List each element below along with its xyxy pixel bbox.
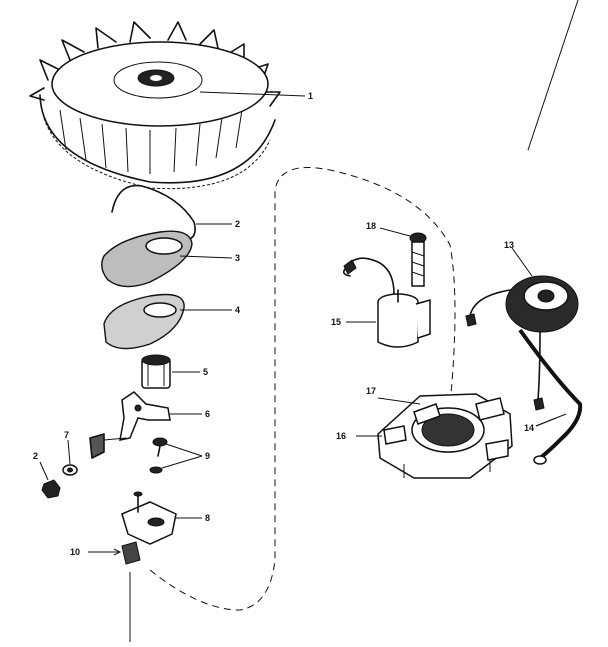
ignition-coil-drawing xyxy=(505,247,579,333)
border-line xyxy=(527,0,579,151)
part-14-label: 14 xyxy=(524,423,535,433)
felt-pad-drawing xyxy=(88,541,141,565)
washer-drawing xyxy=(62,439,78,476)
breaker-arm-drawing xyxy=(119,391,202,441)
cam-sleeve-drawing xyxy=(141,354,200,389)
part-17-label: 17 xyxy=(366,386,377,396)
ignition-leads-drawing xyxy=(465,289,583,465)
part-10-label: 10 xyxy=(70,547,81,557)
part-15-label: 15 xyxy=(331,317,342,327)
dashed-outline xyxy=(149,167,456,611)
part-9-label: 9 xyxy=(205,451,211,461)
part-3-label: 3 xyxy=(235,253,241,263)
flywheel-drawing xyxy=(29,21,306,190)
screws-drawing xyxy=(149,437,203,474)
part-5-label: 5 xyxy=(203,367,209,377)
part-2b-label: 2 xyxy=(33,451,39,461)
part-2-label: 2 xyxy=(235,219,241,229)
part-1-label: 1 xyxy=(308,91,314,101)
part-16-label: 16 xyxy=(336,431,347,441)
mounting-screw-drawing xyxy=(379,227,427,287)
nut-drawing xyxy=(39,461,61,499)
part-8-label: 8 xyxy=(205,513,211,523)
spring-clip-drawing xyxy=(111,184,232,241)
breaker-plate-drawing xyxy=(121,491,202,545)
part-7-label: 7 xyxy=(64,430,70,440)
part-6-label: 6 xyxy=(205,409,211,419)
breaker-cover-drawing xyxy=(101,230,233,288)
part-4-label: 4 xyxy=(235,305,241,315)
part-13-label: 13 xyxy=(504,240,515,250)
condenser-drawing xyxy=(342,257,431,348)
part-18-label: 18 xyxy=(366,221,377,231)
stator-bracket-drawing xyxy=(356,393,513,479)
spring-bracket-drawing xyxy=(89,433,127,459)
gasket-drawing xyxy=(103,293,232,350)
